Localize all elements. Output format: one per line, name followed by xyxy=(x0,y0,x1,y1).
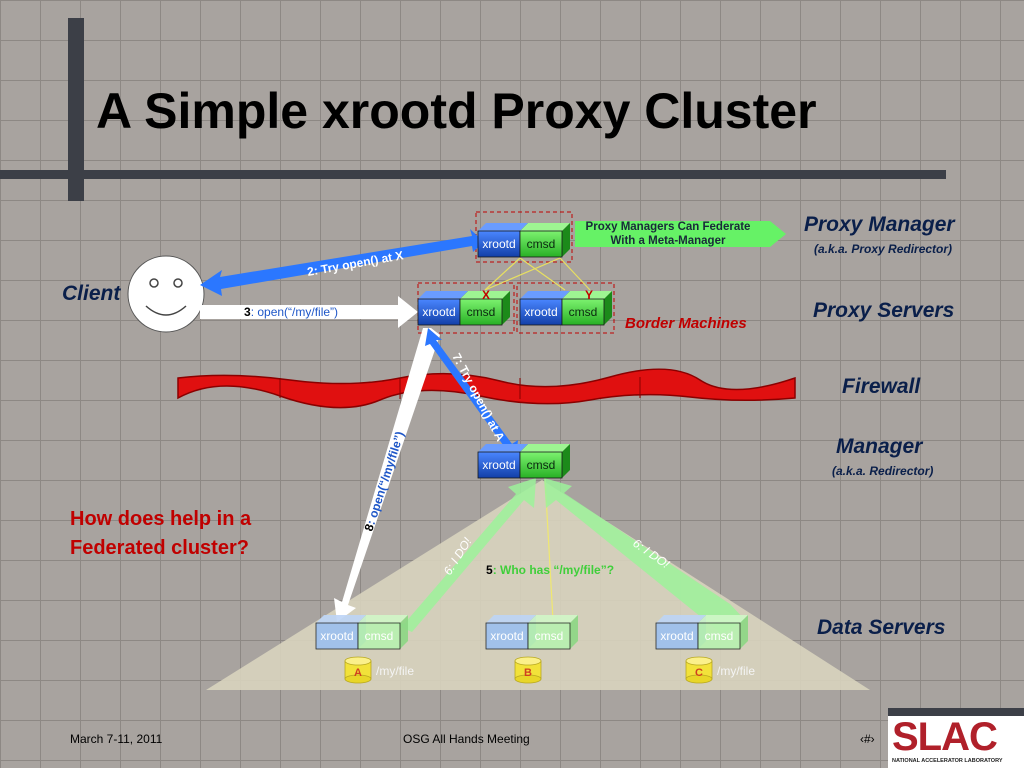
title-side-bar xyxy=(68,18,84,201)
manager-node: xrootd cmsd xyxy=(477,444,570,479)
data-server-b-node: xrootd cmsd xyxy=(485,615,578,650)
file-path: /my/file xyxy=(717,664,755,678)
proxy-manager-label: Proxy Manager xyxy=(804,213,955,236)
xrootd-label: xrootd xyxy=(482,237,515,251)
proxy-server-y-node: xrootd cmsd xyxy=(519,291,612,326)
proxy-servers-label: Proxy Servers xyxy=(813,299,955,322)
server-id: B xyxy=(524,667,532,679)
xrootd-label: xrootd xyxy=(524,305,557,319)
proxy-manager-aka: (a.k.a. Proxy Redirector) xyxy=(814,242,953,256)
footer-date: March 7-11, 2011 xyxy=(70,732,163,746)
logo-wordmark: SLAC xyxy=(892,715,998,759)
client-label: Client xyxy=(62,282,121,305)
step3-arrow xyxy=(200,296,418,328)
file-cylinder-a: A/my/file xyxy=(344,656,414,684)
link-pm-x xyxy=(484,257,521,291)
cmsd-label: cmsd xyxy=(569,305,598,319)
file-cylinder-c: C/my/file xyxy=(685,656,755,684)
step2-label: 2: Try open() at X xyxy=(306,248,404,279)
cmsd-label: cmsd xyxy=(705,629,734,643)
xrootd-label: xrootd xyxy=(320,629,353,643)
client-face xyxy=(127,255,205,333)
proxy-x-id: X xyxy=(482,288,490,302)
federate-note-line1: Proxy Managers Can Federate xyxy=(586,221,751,233)
proxy-manager-node: xrootd cmsd xyxy=(477,223,570,258)
step5-label: 5: Who has “/my/file”? xyxy=(486,563,614,577)
server-id: C xyxy=(695,667,703,679)
cmsd-label: cmsd xyxy=(535,629,564,643)
data-servers-label: Data Servers xyxy=(817,616,946,639)
border-machines-label: Border Machines xyxy=(625,315,747,332)
question-text: How does help in a Federated cluster? xyxy=(70,505,251,563)
logo-subtitle: NATIONAL ACCELERATOR LABORATORY xyxy=(892,758,1003,764)
link-pm-y2 xyxy=(559,257,591,291)
xrootd-label: xrootd xyxy=(482,458,515,472)
proxy-y-id: Y xyxy=(585,288,593,302)
slac-logo: SLAC NATIONAL ACCELERATOR LABORATORY xyxy=(888,708,1024,768)
cmsd-label: cmsd xyxy=(365,629,394,643)
question-line2: Federated cluster? xyxy=(70,537,249,559)
question-line1: How does help in a xyxy=(70,508,252,530)
manager-aka: (a.k.a. Redirector) xyxy=(832,464,934,478)
footer-page-number: ‹#› xyxy=(860,732,875,746)
step8-arrow xyxy=(334,328,440,622)
link-pm-y xyxy=(519,257,566,291)
step8-label: 8: open(“/my/file”) xyxy=(362,430,407,533)
firewall-band xyxy=(177,368,796,409)
link-pm-x2 xyxy=(484,257,561,291)
step7-arrow xyxy=(425,328,518,458)
data-server-a-node: xrootd cmsd xyxy=(315,615,408,650)
federate-note-line2: With a Meta-Manager xyxy=(611,235,726,247)
step2-arrow xyxy=(200,229,484,296)
file-cylinder-b: B xyxy=(514,656,542,684)
firewall-label: Firewall xyxy=(842,375,921,398)
logo-top-bar xyxy=(888,708,1024,716)
data-server-c-node: xrootd cmsd xyxy=(655,615,748,650)
proxy-server-x-node: xrootd cmsd xyxy=(417,291,510,326)
title-rule xyxy=(0,170,946,179)
xrootd-label: xrootd xyxy=(422,305,455,319)
page-title: A Simple xrootd Proxy Cluster xyxy=(96,83,817,139)
cmsd-label: cmsd xyxy=(527,237,556,251)
footer-event: OSG All Hands Meeting xyxy=(403,732,530,746)
cmsd-label: cmsd xyxy=(527,458,556,472)
xrootd-label: xrootd xyxy=(660,629,693,643)
cmsd-label: cmsd xyxy=(467,305,496,319)
server-id: A xyxy=(354,667,362,679)
ido-arrow-right xyxy=(544,478,745,634)
manager-label: Manager xyxy=(836,435,923,458)
file-path: /my/file xyxy=(376,664,414,678)
step3-label: 3: open(“/my/file”) xyxy=(244,305,338,319)
ido-arrow-left xyxy=(385,478,536,632)
xrootd-label: xrootd xyxy=(490,629,523,643)
proxy-server-y-box xyxy=(516,282,615,334)
federate-arrow xyxy=(575,221,786,247)
